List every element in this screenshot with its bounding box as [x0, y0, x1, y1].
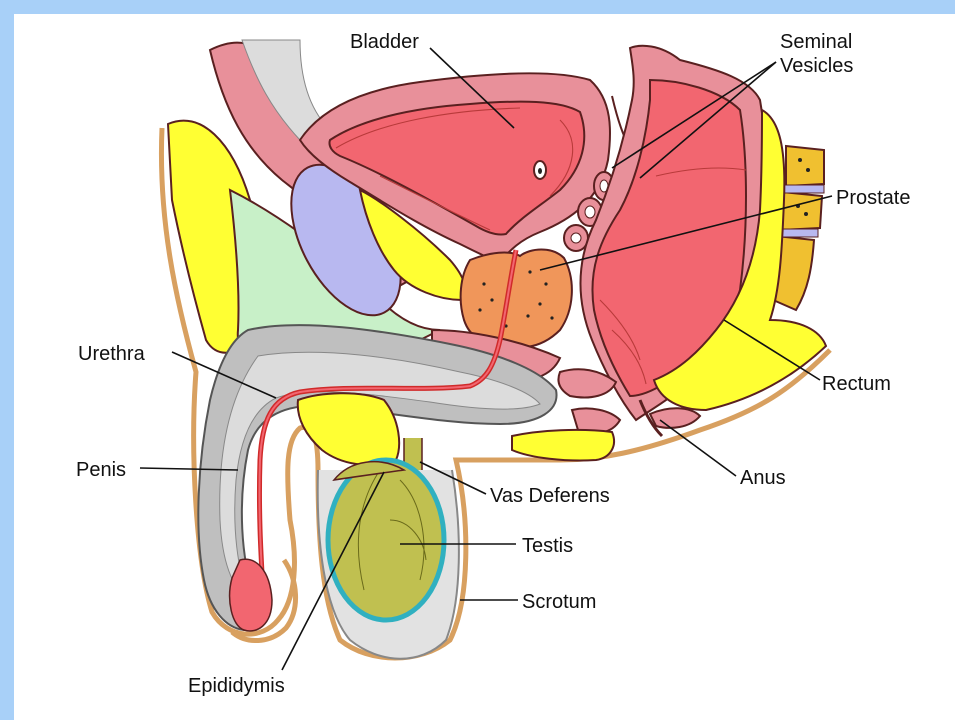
label-epididymis: Epididymis: [188, 675, 285, 697]
label-penis: Penis: [76, 459, 126, 481]
label-rectum: Rectum: [822, 373, 891, 395]
label-testis: Testis: [522, 535, 573, 557]
label-anus: Anus: [740, 467, 786, 489]
label-vas-deferens: Vas Deferens: [490, 485, 610, 507]
anatomy-diagram: Bladder Seminal Vesicles Prostate Urethr…: [14, 14, 955, 720]
label-bladder: Bladder: [350, 31, 419, 53]
testis-gland: [328, 460, 444, 620]
perineal-pink-3: [650, 408, 700, 428]
perineal-fat: [512, 430, 614, 461]
label-seminal: Seminal: [780, 31, 852, 53]
label-vesicles: Vesicles: [780, 55, 853, 77]
ureter-orifice-dot: [538, 168, 542, 174]
prostate-gland: [461, 250, 572, 348]
diagram-canvas: Bladder Seminal Vesicles Prostate Urethr…: [14, 14, 955, 720]
label-scrotum: Scrotum: [522, 591, 596, 613]
glans: [230, 559, 272, 631]
label-urethra: Urethra: [78, 343, 146, 365]
label-prostate: Prostate: [836, 187, 910, 209]
scrotal-fat: [298, 393, 399, 465]
